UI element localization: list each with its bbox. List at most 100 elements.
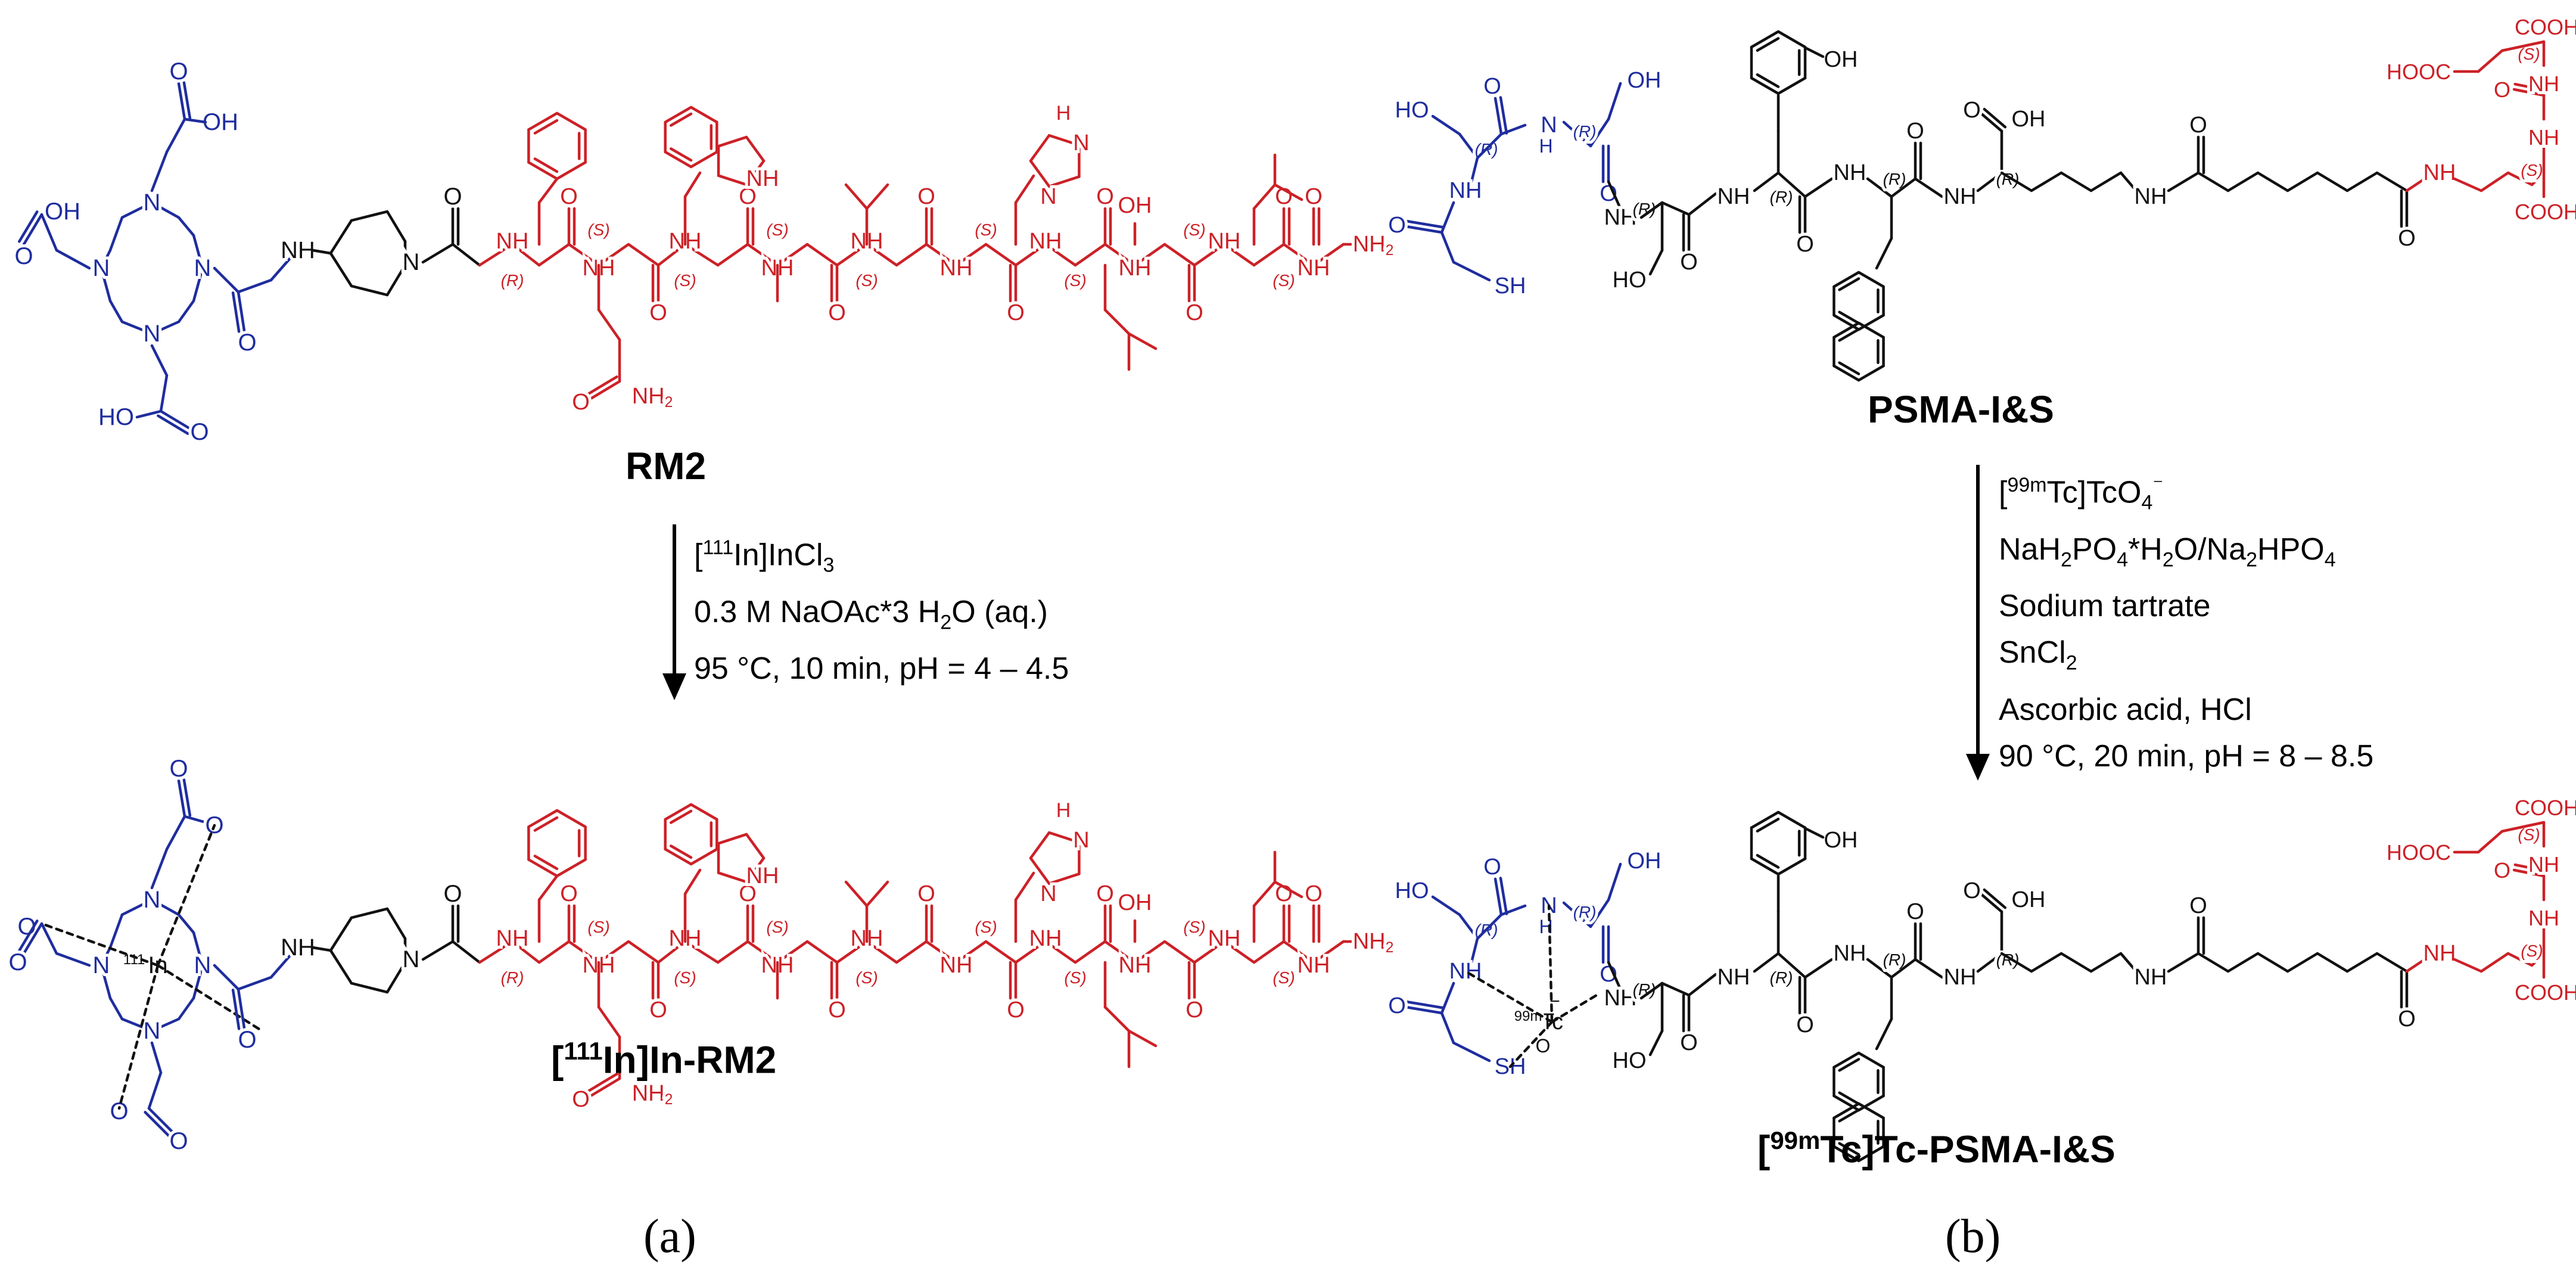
bond <box>177 216 195 237</box>
cooh-group: COOH <box>2515 15 2576 39</box>
bond <box>895 940 928 964</box>
bond <box>1803 177 1834 198</box>
bond <box>1547 904 1554 1024</box>
bond <box>1833 1051 1861 1069</box>
o-atom: O <box>2189 113 2207 138</box>
bond <box>689 803 718 821</box>
o-atom: O <box>2398 226 2416 251</box>
bond <box>537 940 571 964</box>
bond <box>1756 73 1780 88</box>
bond <box>1833 364 1861 382</box>
bond <box>237 290 246 333</box>
bond <box>1753 171 1780 192</box>
nh-group: NH <box>2528 72 2559 96</box>
bond <box>177 82 186 121</box>
bond <box>329 916 353 952</box>
bond <box>1404 1005 1443 1015</box>
bond <box>1866 177 1893 198</box>
bond <box>588 1077 621 1098</box>
bond <box>527 161 559 181</box>
bond <box>237 278 273 294</box>
ho-group: HO <box>98 404 134 430</box>
bond <box>1687 192 1718 216</box>
bond <box>2030 952 2063 973</box>
bond <box>1458 132 1479 160</box>
bond <box>1440 231 1455 264</box>
bond <box>55 952 91 967</box>
bond <box>350 907 389 919</box>
bond <box>1133 243 1166 267</box>
bond <box>99 248 112 270</box>
bond <box>150 847 169 890</box>
bond <box>1753 952 1780 973</box>
bond <box>213 964 240 991</box>
bond <box>120 320 154 335</box>
nh-group: NH <box>1119 953 1152 978</box>
o-atom: O <box>238 1027 256 1053</box>
stereo-descriptor: (S) <box>1064 968 1086 987</box>
bond <box>1312 940 1345 964</box>
o-atom: O <box>828 998 846 1023</box>
bond <box>683 868 702 896</box>
bond <box>2513 82 2547 92</box>
nh-group: NH <box>1208 926 1241 951</box>
bond <box>683 171 702 198</box>
stereo-descriptor: (R) <box>1573 122 1597 141</box>
o-atom: O <box>1186 300 1203 325</box>
bond <box>156 824 216 967</box>
bond <box>1014 174 1035 204</box>
bond <box>120 1017 154 1033</box>
o-atom: O <box>1680 250 1698 275</box>
bond <box>1838 1058 1861 1072</box>
bond <box>627 243 660 267</box>
nh-group: NH <box>496 229 529 254</box>
stereo-descriptor: (S) <box>1273 968 1295 987</box>
bond <box>2059 952 2093 973</box>
bond <box>329 251 353 288</box>
bond <box>865 880 889 908</box>
stereo-descriptor: (S) <box>855 968 878 987</box>
bond <box>746 243 779 267</box>
nh-group: NH <box>1119 256 1152 281</box>
bond <box>2405 177 2426 192</box>
o-atom: O <box>1388 213 1406 238</box>
bond <box>895 243 928 267</box>
o-atom: O <box>8 949 27 976</box>
o-atom: O <box>917 184 935 209</box>
bond <box>597 243 630 267</box>
bond <box>511 940 541 964</box>
bond <box>1833 1102 1861 1120</box>
stereo-descriptor: (R) <box>1770 188 1793 206</box>
nh-group: NH <box>1834 160 1866 185</box>
bond <box>2226 952 2260 973</box>
o-atom: O <box>1388 993 1406 1018</box>
bond <box>2089 171 2123 192</box>
arrowhead-a <box>662 673 686 700</box>
bond <box>657 243 687 267</box>
n-atom: N <box>1040 184 1056 209</box>
bond <box>192 266 204 303</box>
bond <box>1607 82 1622 121</box>
bond <box>1494 97 1503 136</box>
bond <box>745 135 766 163</box>
bond <box>1222 243 1256 267</box>
h-atom: H <box>1056 799 1071 822</box>
bond <box>627 940 660 964</box>
o-atom: O <box>190 419 209 445</box>
bond <box>537 243 571 267</box>
bond <box>1838 277 1861 291</box>
bond <box>689 150 718 169</box>
bond <box>2316 952 2349 973</box>
bond <box>55 248 91 270</box>
bond <box>165 117 186 154</box>
bond <box>350 981 389 994</box>
bond <box>2506 952 2534 967</box>
bond <box>1047 831 1081 844</box>
bond <box>1838 361 1861 375</box>
nh-group: NH <box>281 934 315 961</box>
bond <box>1431 114 1461 136</box>
nh-group: NH <box>746 863 779 889</box>
bond <box>1405 219 1444 229</box>
stereo-descriptor: (R) <box>1996 170 2020 188</box>
